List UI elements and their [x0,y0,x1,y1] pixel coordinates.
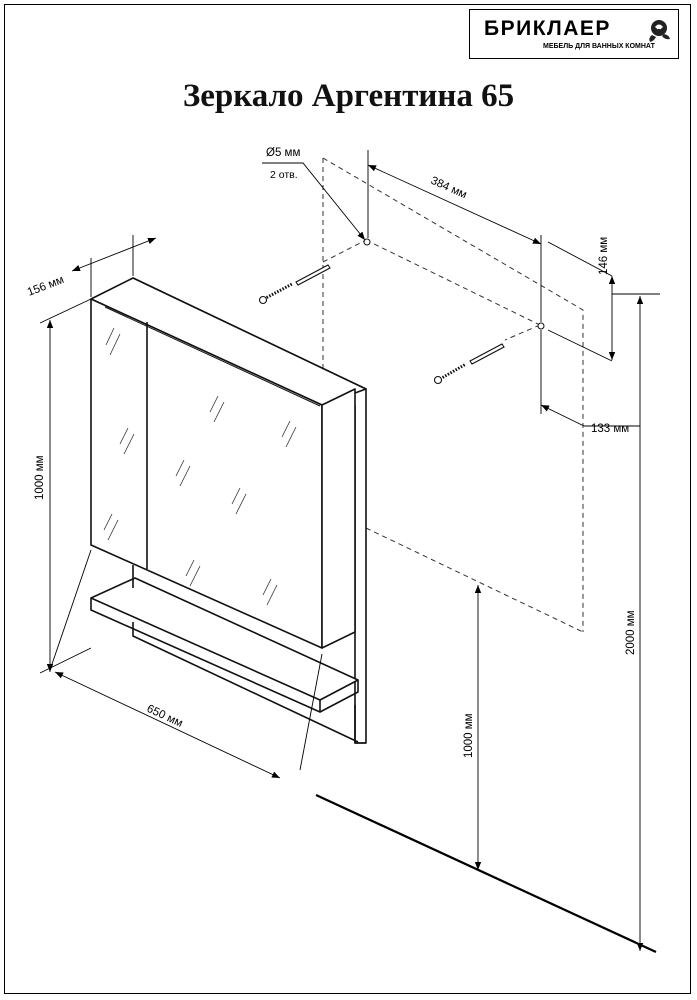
floor-line [315,794,657,953]
page-title: Зеркало Аргентина 65 [182,78,515,114]
label-depth: 156 мм [26,274,66,299]
drawing-frame [4,4,691,994]
label-hole-side: 133 мм [591,423,629,435]
mirror-cabinet [90,277,367,744]
label-hole-vertical: 146 мм [598,237,610,275]
brand-tagline: МЕБЕЛЬ ДЛЯ ВАННЫХ КОМНАТ [543,43,655,50]
screw-lower [433,343,505,385]
label-top-height: 2000 мм [625,610,637,655]
label-hole-spacing: 384 мм [429,175,469,202]
brand-name: БРИКЛАЕР [484,17,611,40]
label-bottom-height: 1000 мм [463,713,475,758]
mirror-reflections [103,327,297,606]
rose-icon [649,20,670,42]
dimension-lines [39,150,660,951]
label-height: 1000 мм [34,455,46,500]
label-hole-diameter: Ø5 мм [266,147,300,159]
label-width: 650 мм [145,703,185,730]
brand-logo: БРИКЛАЕР МЕБЕЛЬ ДЛЯ ВАННЫХ КОМНАТ [469,9,679,59]
screw-upper [258,264,331,305]
label-hole-count: 2 отв. [270,169,298,181]
